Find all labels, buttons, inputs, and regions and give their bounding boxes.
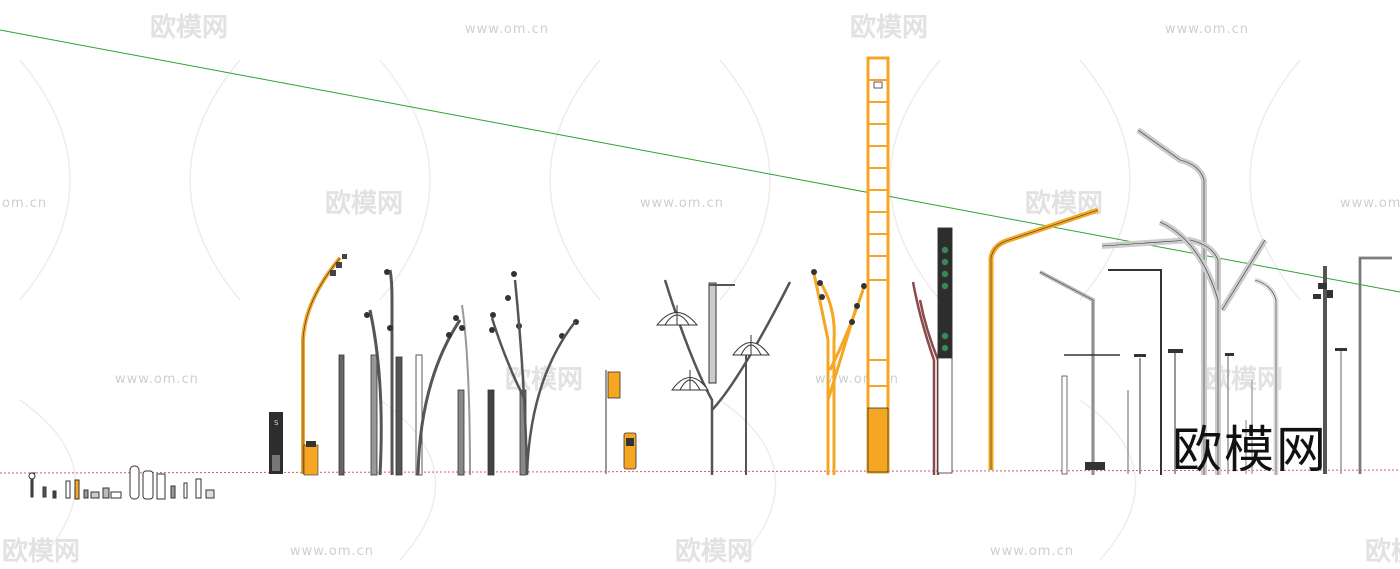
watermark-url: www.om.cn xyxy=(990,544,1074,559)
bollard[interactable] xyxy=(42,486,47,498)
watermark-brand: 欧模网 xyxy=(150,12,228,43)
bollard-orange[interactable] xyxy=(74,479,80,500)
bollard[interactable] xyxy=(102,487,110,499)
watermark-layer xyxy=(19,59,1301,561)
watermark-url-partial: om.cn xyxy=(2,196,47,211)
orange-l-pole[interactable] xyxy=(988,207,1099,470)
watermark-brand: 欧模网 xyxy=(675,536,753,567)
watermark-arc xyxy=(719,59,771,301)
watermark-url: www.om.cn xyxy=(1340,196,1400,211)
branchy-light-pole[interactable] xyxy=(490,279,576,476)
bollard[interactable] xyxy=(83,489,89,499)
watermark-url: www.om.cn xyxy=(1165,22,1249,37)
watermark-brand: 欧模网 xyxy=(1365,536,1400,567)
watermark-arc xyxy=(889,59,941,301)
bollard[interactable] xyxy=(110,491,122,499)
tall-orange-tower[interactable] xyxy=(866,56,890,474)
brand-label: 欧模网 xyxy=(1172,421,1328,479)
watermark-texts: 欧模网 www.om.cn 欧模网 www.om.cn om.cn 欧模网 ww… xyxy=(2,12,1400,567)
bollard[interactable] xyxy=(205,489,215,499)
watermark-url: www.om.cn xyxy=(465,22,549,37)
red-ground-axis-line xyxy=(0,469,1400,474)
watermark-url: www.om.cn xyxy=(115,372,199,387)
watermark-arc xyxy=(189,59,241,301)
watermark-arc xyxy=(1079,399,1137,561)
watermark-url: www.om.cn xyxy=(290,544,374,559)
bollard-cluster[interactable] xyxy=(28,465,215,500)
watermark-arc xyxy=(19,399,77,561)
traffic-light-pole[interactable] xyxy=(937,227,953,474)
dome-lamp-pole[interactable] xyxy=(655,279,792,475)
watermark-arc xyxy=(1079,59,1131,301)
slim-light-poles[interactable] xyxy=(338,269,527,476)
grey-modern-poles[interactable] xyxy=(1039,127,1392,475)
orange-branch-lamp-heads xyxy=(811,269,867,325)
bollard[interactable] xyxy=(65,480,71,499)
watermark-url: www.om.cn xyxy=(640,196,724,211)
small-lamp-caps xyxy=(1085,283,1347,470)
orange-curved-street-light[interactable] xyxy=(301,254,347,476)
bollard[interactable] xyxy=(52,490,57,499)
bollard[interactable] xyxy=(30,477,34,498)
watermark-arc xyxy=(719,399,777,561)
watermark-brand: 欧模网 xyxy=(325,188,403,219)
bollard[interactable] xyxy=(156,473,166,500)
svg-text:S: S xyxy=(274,419,279,427)
bollard[interactable] xyxy=(170,485,176,499)
lamp-heads xyxy=(364,269,579,339)
watermark-arc xyxy=(1249,59,1301,301)
bollard-tall[interactable] xyxy=(129,465,140,500)
orange-branch-light-pole[interactable] xyxy=(812,273,866,475)
direction-sign[interactable] xyxy=(605,370,637,474)
watermark-brand: 欧模网 xyxy=(850,12,928,43)
maroon-branch-pole[interactable] xyxy=(911,281,940,475)
watermark-arc xyxy=(549,59,601,301)
bollard-tall[interactable] xyxy=(142,470,154,500)
watermark-brand: 欧模网 xyxy=(2,536,80,567)
bollard[interactable] xyxy=(90,491,100,499)
bollard[interactable] xyxy=(183,482,188,499)
green-axis-line xyxy=(0,29,1400,293)
watermark-arc xyxy=(19,59,71,301)
watermark-arc xyxy=(379,59,431,301)
bollard[interactable] xyxy=(195,478,202,499)
totem-sign-black[interactable]: S xyxy=(269,412,283,474)
watermark-arc xyxy=(379,399,437,561)
